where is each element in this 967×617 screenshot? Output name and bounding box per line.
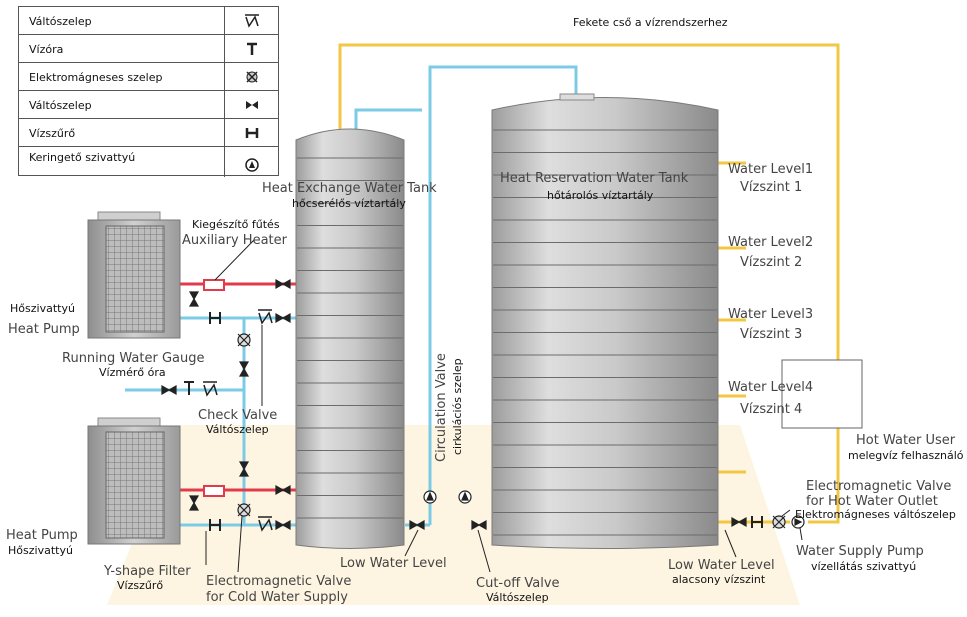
valve-cutoff (471, 519, 487, 531)
cutoff-valve-label: Cut-off Valve (476, 576, 560, 591)
legend-label: Elektromágneses szelep (29, 71, 163, 84)
heat-exchange-tank (295, 128, 405, 549)
check-valve-hu-label: Váltószelep (206, 423, 269, 436)
water-level1-label: Water Level1 (728, 162, 814, 177)
legend-row: Keringető szivattyú (19, 147, 278, 177)
legend-label: Vízszűrő (29, 127, 76, 140)
water-gauge-label: Running Water Gauge (62, 351, 205, 366)
leader-lines (205, 239, 803, 573)
cutoff-valve-hu-label: Váltószelep (486, 591, 549, 604)
aux-heater-label: Auxiliary Heater (182, 233, 287, 248)
supply-pump-hu-label: vízellátás szivattyú (811, 560, 917, 573)
circulation-valve-hu-label: cirkulációs szelep (451, 358, 464, 455)
hot-user-hu-label: melegvíz felhasználó (848, 449, 964, 462)
water-meter-icon (247, 42, 257, 55)
legend-row: Váltószelep (19, 7, 278, 35)
hot-valve-hu-label: Elektromágneses váltószelep (795, 508, 956, 521)
fittings (161, 278, 805, 532)
cold-valve-label-2: for Cold Water Supply (206, 590, 348, 605)
aux-heater-hu-label: Kiegészítő fűtés (192, 218, 280, 231)
valve-low-right (731, 516, 747, 528)
low-level-left-label: Low Water Level (340, 556, 447, 571)
valve-bottom-heater (275, 484, 291, 496)
legend-row: Vízszűrő (19, 119, 278, 147)
heat-exchange-tank-hu-label: hőcserélős víztartály (292, 197, 406, 210)
valve-top-cold (275, 312, 291, 324)
hot-valve-label-2: for Hot Water Outlet (806, 494, 938, 509)
water-level1-hu-label: Vízszint 1 (740, 180, 803, 195)
solenoid-valve-icon (246, 71, 258, 83)
water-level2-hu-label: Vízszint 2 (740, 255, 803, 270)
water-level3-hu-label: Vízszint 3 (740, 327, 803, 342)
check-valve-icon (245, 14, 259, 28)
top-pipe-label: Fekete cső a vízrendszerhez (573, 16, 728, 29)
aux-heater-top (203, 279, 225, 291)
legend-row: Váltószelep (19, 91, 278, 119)
legend-label: Váltószelep (29, 15, 92, 28)
valve-gauge-line (161, 384, 177, 396)
legend-table: Váltószelep Vízóra Elektromágneses szele… (18, 6, 279, 177)
reservation-tank-label: Heat Reservation Water Tank (500, 171, 689, 186)
supply-pump-label: Water Supply Pump (796, 544, 924, 559)
hot-water-user-box (781, 359, 863, 429)
legend-label: Vízóra (29, 43, 64, 56)
heat-pump-top-hu-label: Hőszivattyú (10, 302, 75, 315)
pump-icon (245, 158, 259, 172)
heat-pump-bottom-hu-label: Hőszivattyú (8, 544, 73, 557)
valve-bottom-cold (275, 519, 291, 531)
valve-low-left (409, 519, 425, 531)
heat-pump-top-label: Heat Pump (8, 322, 80, 337)
heat-exchange-tank-label: Heat Exchange Water Tank (262, 181, 437, 196)
cold-valve-label-1: Electromagnetic Valve (206, 574, 352, 589)
hot-valve-label-1: Electromagnetic Valve (806, 479, 952, 494)
valve-top-heater (275, 278, 291, 290)
check-valve-label: Check Valve (198, 408, 278, 423)
water-level2-label: Water Level2 (728, 235, 814, 250)
heat-pump-bottom (87, 417, 181, 545)
filter-icon (245, 128, 259, 138)
hot-user-label: Hot Water User (856, 433, 956, 448)
circulation-valve-label: Circulation Valve (434, 353, 449, 462)
low-level-right-hu-label: alacsony vízszint (672, 573, 766, 586)
legend-label: Váltószelep (29, 99, 92, 112)
y-filter-hu-label: Vízszűrő (117, 579, 164, 592)
legend-row: Elektromágneses szelep (19, 63, 278, 91)
low-level-right-label: Low Water Level (668, 558, 775, 573)
heat-pump-top (87, 211, 181, 339)
water-level3-label: Water Level3 (728, 307, 814, 322)
aux-heater-bottom (203, 485, 225, 497)
heat-reservation-tank (491, 93, 719, 549)
heat-pump-bottom-label: Heat Pump (6, 528, 78, 543)
water-gauge-hu-label: Vízmérő óra (99, 366, 166, 379)
legend-label: Keringető szivattyú (29, 151, 136, 164)
reservation-tank-hu-label: hőtárolós víztartály (547, 189, 654, 202)
water-level4-label: Water Level4 (728, 380, 814, 395)
y-filter-label: Y-shape Filter (104, 564, 191, 579)
water-level4-hu-label: Vízszint 4 (740, 402, 803, 417)
gate-valve-icon (246, 101, 258, 109)
legend-row: Vízóra (19, 35, 278, 63)
